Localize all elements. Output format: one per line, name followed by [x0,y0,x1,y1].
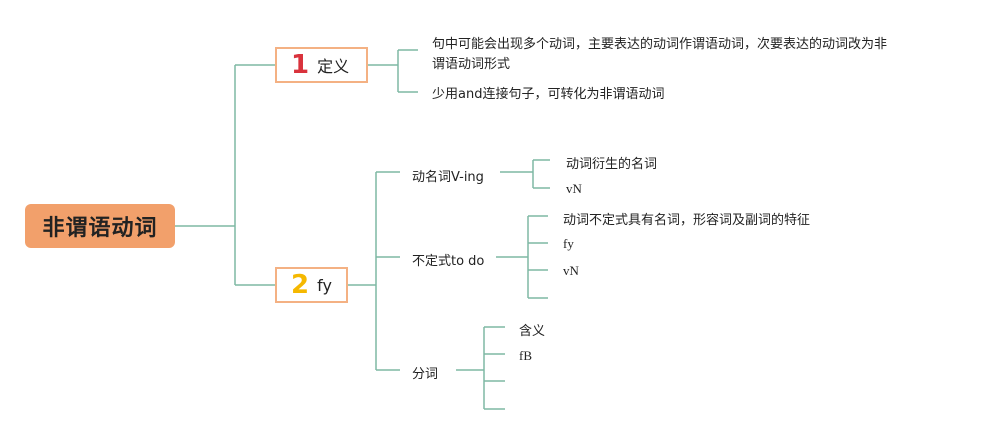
participle-item-2: fB [519,348,532,363]
definition-item-1-line2: 谓语动词形式 [432,57,511,72]
branch-definition-label: 定义 [317,57,350,76]
root-node[interactable]: 非谓语动词 [25,204,175,248]
definition-item-2: 少用and连接句子，可转化为非谓语动词 [432,87,665,102]
infinitive-item-2: fy [563,236,574,251]
gerund-item-1: 动词衍生的名词 [566,157,658,172]
root-label: 非谓语动词 [42,216,158,241]
gerund-node[interactable]: 动名词V-ing [412,170,484,185]
participle-item-1: 含义 [519,324,546,339]
number-two-icon: 2 [291,270,310,300]
branch-definition[interactable]: 1 定义 [275,47,368,83]
branch-fy-label: fy [317,275,332,295]
branch-fy[interactable]: 2 fy [275,267,348,303]
gerund-item-2: vN [566,181,582,196]
infinitive-item-1: 动词不定式具有名词，形容词及副词的特征 [563,213,811,228]
definition-item-1-line1: 句中可能会出现多个动词，主要表达的动词作谓语动词，次要表达的动词改为非 [432,37,888,52]
participle-node[interactable]: 分词 [412,367,439,382]
number-one-icon: 1 [291,50,310,80]
infinitive-item-3: vN [563,263,579,278]
infinitive-node[interactable]: 不定式to do [412,254,485,269]
